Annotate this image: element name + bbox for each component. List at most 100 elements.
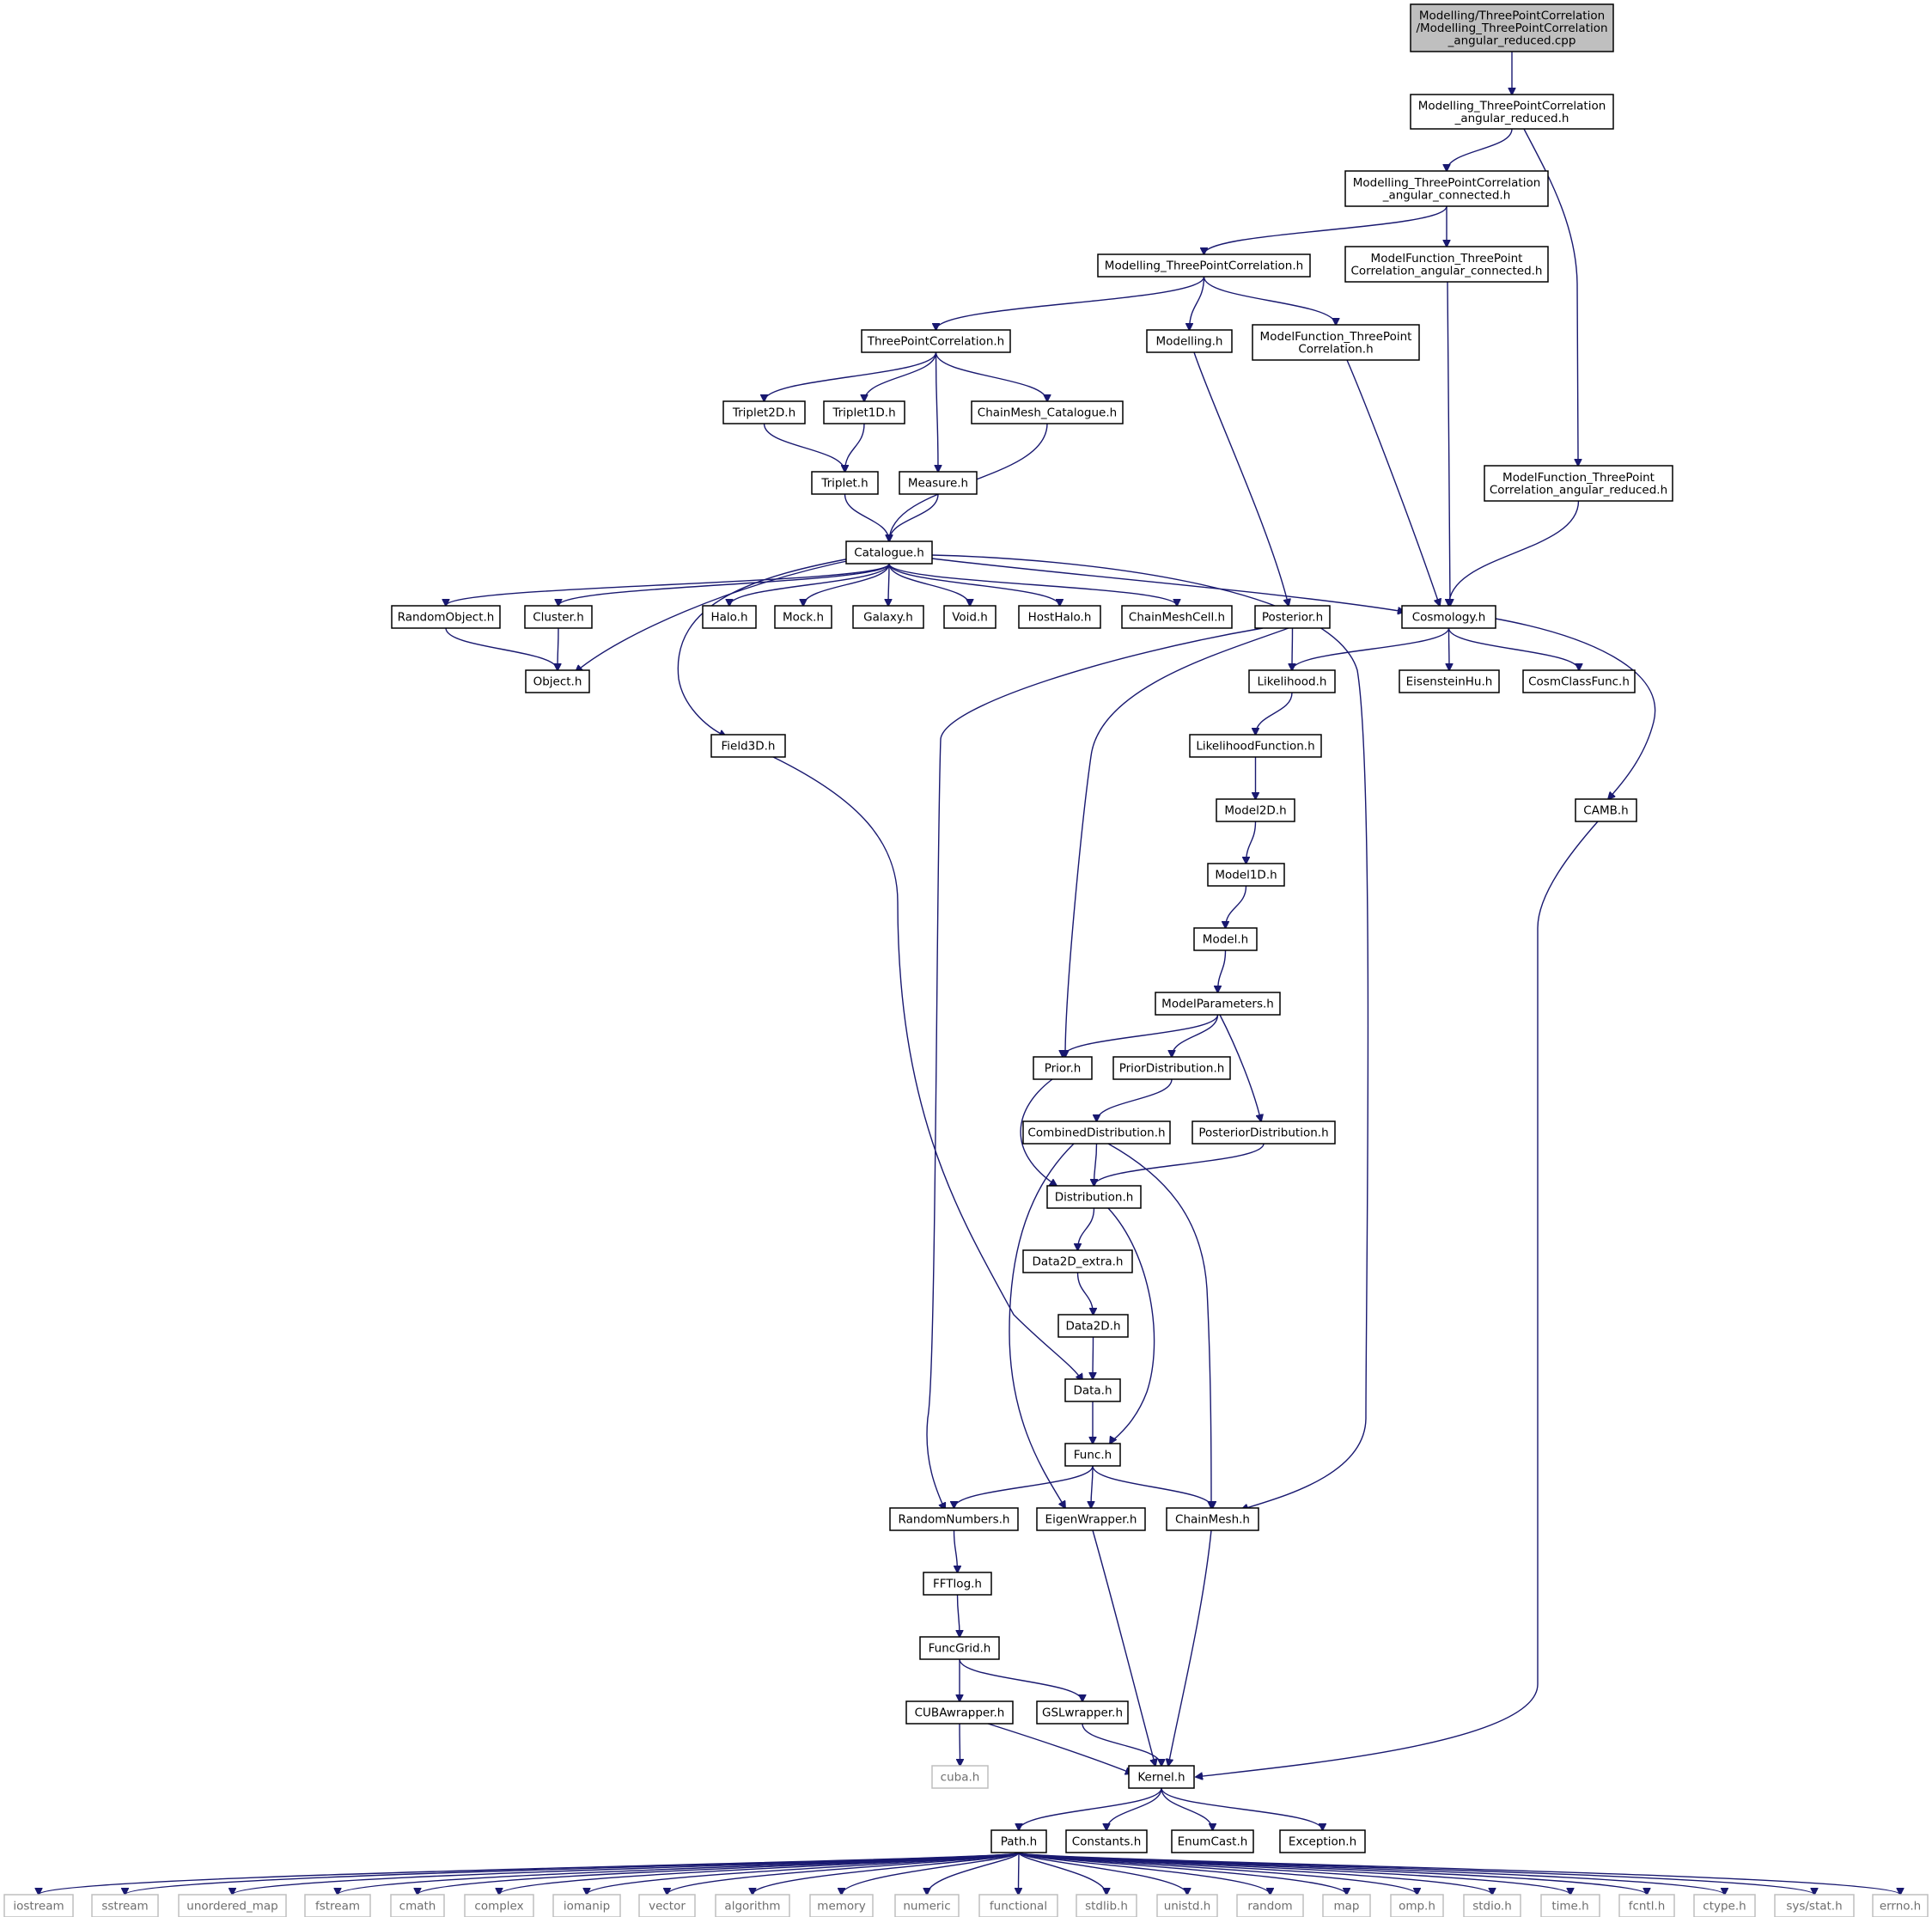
node-label: ModelFunction_ThreePoint bbox=[1260, 330, 1412, 344]
node-funcgrid[interactable]: FuncGrid.h bbox=[919, 1636, 1000, 1660]
node-eisensteinhu[interactable]: EisensteinHu.h bbox=[1399, 669, 1500, 693]
node-halo[interactable]: Halo.h bbox=[702, 605, 757, 629]
node-randomnumbers[interactable]: RandomNumbers.h bbox=[889, 1507, 1019, 1531]
node-posterior[interactable]: Posterior.h bbox=[1254, 605, 1331, 629]
node-model2d[interactable]: Model2D.h bbox=[1216, 798, 1295, 822]
node-likelihoodfunction[interactable]: LikelihoodFunction.h bbox=[1189, 734, 1322, 758]
node-stdio[interactable]: stdio.h bbox=[1463, 1894, 1521, 1917]
node-box bbox=[552, 1894, 621, 1917]
node-fstream[interactable]: fstream bbox=[304, 1894, 371, 1917]
node-model[interactable]: Model.h bbox=[1193, 927, 1258, 951]
node-box bbox=[1344, 170, 1549, 207]
node-root[interactable]: Modelling/ThreePointCorrelation/Modellin… bbox=[1410, 3, 1614, 52]
node-sysstat[interactable]: sys/stat.h bbox=[1774, 1894, 1855, 1917]
node-galaxy[interactable]: Galaxy.h bbox=[852, 605, 924, 629]
node-data[interactable]: Data.h bbox=[1064, 1378, 1121, 1402]
node-unordered_map[interactable]: unordered_map bbox=[178, 1894, 287, 1917]
node-omp[interactable]: omp.h bbox=[1390, 1894, 1444, 1917]
node-path[interactable]: Path.h bbox=[990, 1829, 1047, 1853]
node-posteriordistribution[interactable]: PosteriorDistribution.h bbox=[1192, 1120, 1336, 1145]
node-cuba[interactable]: cuba.h bbox=[931, 1765, 989, 1789]
node-functional[interactable]: functional bbox=[978, 1894, 1058, 1917]
edge-combineddistribution-to-chainmesh bbox=[1107, 1143, 1211, 1508]
node-time[interactable]: time.h bbox=[1540, 1894, 1600, 1917]
node-cubawrapper[interactable]: CUBAwrapper.h bbox=[905, 1700, 1014, 1725]
node-complex[interactable]: complex bbox=[464, 1894, 534, 1917]
node-ctype[interactable]: ctype.h bbox=[1693, 1894, 1756, 1917]
node-data2d_extra[interactable]: Data2D_extra.h bbox=[1022, 1249, 1133, 1273]
node-enumcast[interactable]: EnumCast.h bbox=[1171, 1829, 1254, 1853]
node-triplet1d[interactable]: Triplet1D.h bbox=[823, 400, 905, 424]
node-triplet[interactable]: Triplet.h bbox=[811, 471, 879, 495]
node-cluster[interactable]: Cluster.h bbox=[524, 605, 593, 629]
node-algorithm[interactable]: algorithm bbox=[715, 1894, 790, 1917]
node-func[interactable]: Func.h bbox=[1064, 1443, 1121, 1467]
node-modelparameters[interactable]: ModelParameters.h bbox=[1155, 992, 1281, 1016]
edge-modelparameters-to-posteriordistribution bbox=[1219, 1014, 1261, 1121]
node-fcntl[interactable]: fcntl.h bbox=[1618, 1894, 1675, 1917]
node-chainmesh_cat[interactable]: ChainMesh_Catalogue.h bbox=[971, 400, 1124, 424]
edge-tpc_h-to-triplet2d bbox=[765, 351, 937, 401]
node-box bbox=[1463, 1894, 1521, 1917]
node-kernel[interactable]: Kernel.h bbox=[1128, 1765, 1195, 1789]
node-camb[interactable]: CAMB.h bbox=[1575, 798, 1637, 822]
node-object[interactable]: Object.h bbox=[525, 669, 590, 693]
node-fftlog[interactable]: FFTlog.h bbox=[923, 1572, 992, 1596]
node-gslwrapper[interactable]: GSLwrapper.h bbox=[1036, 1700, 1129, 1725]
node-measure[interactable]: Measure.h bbox=[899, 471, 978, 495]
node-tpc_h[interactable]: ThreePointCorrelation.h bbox=[861, 329, 1011, 353]
node-model1d[interactable]: Model1D.h bbox=[1207, 863, 1285, 887]
node-cosmclassfunc[interactable]: CosmClassFunc.h bbox=[1522, 669, 1636, 693]
node-mtpc_ang_red_h[interactable]: Modelling_ThreePointCorrelation_angular_… bbox=[1410, 94, 1614, 130]
node-cosmology[interactable]: Cosmology.h bbox=[1401, 605, 1496, 629]
node-iomanip[interactable]: iomanip bbox=[552, 1894, 621, 1917]
node-mf_ang_red[interactable]: ModelFunction_ThreePointCorrelation_angu… bbox=[1484, 465, 1673, 502]
edge-cosmology-to-eisensteinhu bbox=[1449, 627, 1450, 670]
node-combineddistribution[interactable]: CombinedDistribution.h bbox=[1022, 1120, 1171, 1145]
node-priordistribution[interactable]: PriorDistribution.h bbox=[1112, 1056, 1231, 1080]
node-catalogue[interactable]: Catalogue.h bbox=[845, 540, 933, 565]
node-random[interactable]: random bbox=[1236, 1894, 1304, 1917]
node-iostream[interactable]: iostream bbox=[3, 1894, 74, 1917]
node-errno[interactable]: errno.h bbox=[1872, 1894, 1929, 1917]
node-memory[interactable]: memory bbox=[809, 1894, 874, 1917]
node-field3d[interactable]: Field3D.h bbox=[710, 734, 786, 758]
node-label: _angular_reduced.cpp bbox=[1447, 34, 1576, 48]
node-mf_ang_con[interactable]: ModelFunction_ThreePointCorrelation_angu… bbox=[1344, 246, 1549, 283]
node-constants[interactable]: Constants.h bbox=[1065, 1829, 1148, 1853]
node-distribution[interactable]: Distribution.h bbox=[1046, 1185, 1142, 1209]
node-mtpc_h[interactable]: Modelling_ThreePointCorrelation.h bbox=[1097, 253, 1311, 278]
node-label: sstream bbox=[101, 1900, 148, 1914]
node-triplet2d[interactable]: Triplet2D.h bbox=[722, 400, 806, 424]
node-chainmeshcell[interactable]: ChainMeshCell.h bbox=[1121, 605, 1233, 629]
node-box bbox=[1484, 465, 1673, 502]
node-label: Modelling/ThreePointCorrelation bbox=[1419, 9, 1605, 23]
node-stdlib[interactable]: stdlib.h bbox=[1076, 1894, 1137, 1917]
node-label: ModelParameters.h bbox=[1161, 998, 1274, 1011]
node-void[interactable]: Void.h bbox=[943, 605, 996, 629]
edge-triplet2d-to-triplet bbox=[763, 423, 845, 472]
node-hosthalo[interactable]: HostHalo.h bbox=[1018, 605, 1101, 629]
node-randomobject[interactable]: RandomObject.h bbox=[391, 605, 501, 629]
node-exception[interactable]: Exception.h bbox=[1279, 1829, 1366, 1853]
node-data2d[interactable]: Data2D.h bbox=[1057, 1314, 1129, 1338]
node-modelling_h[interactable]: Modelling.h bbox=[1146, 329, 1233, 353]
node-box bbox=[390, 1894, 445, 1917]
node-cmath[interactable]: cmath bbox=[390, 1894, 445, 1917]
node-mock[interactable]: Mock.h bbox=[774, 605, 832, 629]
node-chainmesh[interactable]: ChainMesh.h bbox=[1166, 1507, 1259, 1531]
node-numeric[interactable]: numeric bbox=[894, 1894, 960, 1917]
node-sstream[interactable]: sstream bbox=[91, 1894, 159, 1917]
node-likelihood[interactable]: Likelihood.h bbox=[1248, 669, 1336, 693]
node-prior[interactable]: Prior.h bbox=[1033, 1056, 1093, 1080]
node-mf_tpc[interactable]: ModelFunction_ThreePointCorrelation.h bbox=[1252, 324, 1420, 361]
node-label: Galaxy.h bbox=[863, 611, 913, 625]
node-vector[interactable]: vector bbox=[638, 1894, 696, 1917]
node-unistd[interactable]: unistd.h bbox=[1156, 1894, 1218, 1917]
node-eigenwrapper[interactable]: EigenWrapper.h bbox=[1036, 1507, 1146, 1531]
node-label: ChainMesh_Catalogue.h bbox=[978, 406, 1117, 420]
node-label: Modelling.h bbox=[1155, 335, 1222, 349]
node-label: algorithm bbox=[724, 1900, 780, 1914]
node-map[interactable]: map bbox=[1322, 1894, 1371, 1917]
node-mtpc_ang_con_h[interactable]: Modelling_ThreePointCorrelation_angular_… bbox=[1344, 170, 1549, 207]
